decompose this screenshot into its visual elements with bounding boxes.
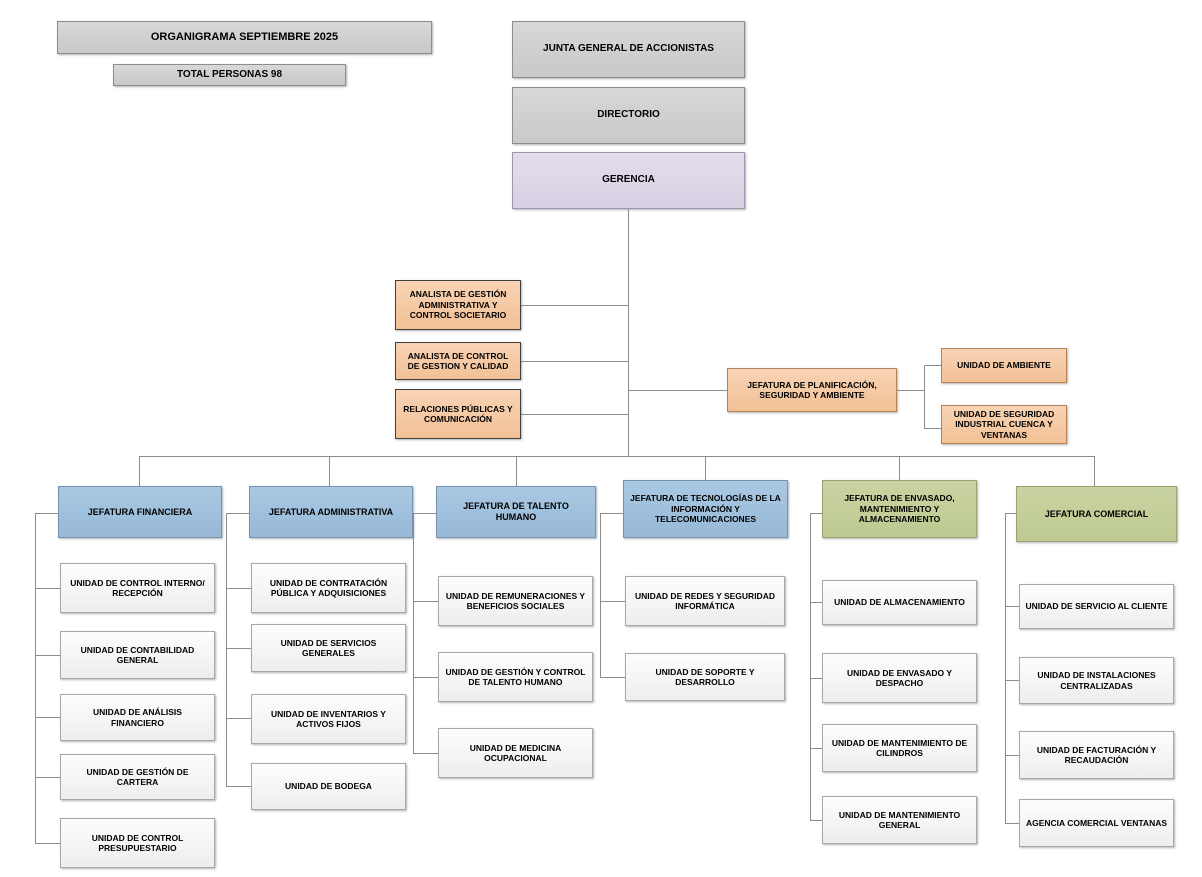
unit-box: UNIDAD DE SERVICIOS GENERALES [251, 624, 406, 672]
connector-planificacion-bus [924, 365, 925, 429]
connector-unit [810, 602, 822, 603]
connector-talento-humano-head [413, 513, 436, 514]
connector-gerencia-planificacion [628, 390, 727, 391]
connector-financiera-head [35, 513, 58, 514]
connector-unit [1005, 606, 1019, 607]
unit-box: UNIDAD DE CONTROL PRESUPUESTARIO [60, 818, 215, 868]
chart-title-box: ORGANIGRAMA SEPTIEMBRE 2025 [57, 21, 432, 54]
connector-unit [810, 678, 822, 679]
connector-drop-administrativa [329, 456, 330, 486]
connector-spine-envasado [810, 513, 811, 820]
connector-unit [226, 588, 251, 589]
unit-box: UNIDAD DE ALMACENAMIENTO [822, 580, 977, 625]
connector-spine-financiera [35, 513, 36, 843]
connector-staff-3 [521, 414, 628, 415]
connector-unit [810, 820, 822, 821]
connector-main-bus [139, 456, 1094, 457]
connector-spine-tics [600, 513, 601, 677]
dept-head-jefatura-financiera: JEFATURA FINANCIERA [58, 486, 222, 538]
connector-tics-head [600, 513, 623, 514]
connector-spine-talento-humano [413, 513, 414, 753]
unit-box: UNIDAD DE INVENTARIOS Y ACTIVOS FIJOS [251, 694, 406, 744]
unit-box: UNIDAD DE SERVICIO AL CLIENTE [1019, 584, 1174, 629]
unit-box: UNIDAD DE CONTRATACIÓN PÚBLICA Y ADQUISI… [251, 563, 406, 613]
staff-unidad-seguridad-industrial: UNIDAD DE SEGURIDAD INDUSTRIAL CUENCA Y … [941, 405, 1067, 444]
unit-box: UNIDAD DE ANÁLISIS FINANCIERO [60, 694, 215, 741]
connector-drop-financiera [139, 456, 140, 486]
staff-analista-control-gestion: ANALISTA DE CONTROL DE GESTION Y CALIDAD [395, 342, 521, 380]
connector-unidad-ambiente [924, 365, 941, 366]
dept-head-jefatura-talento-humano: JEFATURA DE TALENTO HUMANO [436, 486, 596, 538]
unit-box: UNIDAD DE GESTIÓN Y CONTROL DE TALENTO H… [438, 652, 593, 702]
dept-head-jefatura-administrativa: JEFATURA ADMINISTRATIVA [249, 486, 413, 538]
connector-drop-envasado [899, 456, 900, 480]
connector-unit [1005, 755, 1019, 756]
connector-unit [810, 748, 822, 749]
staff-relaciones-publicas: RELACIONES PÚBLICAS Y COMUNICACIÓN [395, 389, 521, 439]
unit-box: UNIDAD DE MANTENIMIENTO DE CILINDROS [822, 724, 977, 772]
governance-gerencia: GERENCIA [512, 152, 745, 209]
connector-unit [35, 588, 60, 589]
connector-spine-comercial [1005, 513, 1006, 823]
total-personas-box: TOTAL PERSONAS 98 [113, 64, 346, 86]
connector-envasado-head [810, 513, 822, 514]
staff-unidad-ambiente: UNIDAD DE AMBIENTE [941, 348, 1067, 383]
connector-unit [226, 718, 251, 719]
governance-junta-general: JUNTA GENERAL DE ACCIONISTAS [512, 21, 745, 78]
connector-unidad-seguridad [924, 428, 941, 429]
unit-box: UNIDAD DE REMUNERACIONES Y BENEFICIOS SO… [438, 576, 593, 626]
connector-unit [600, 601, 625, 602]
dept-head-jefatura-tics: JEFATURA DE TECNOLOGÍAS DE LA INFORMACIÓ… [623, 480, 788, 538]
dept-head-jefatura-comercial: JEFATURA COMERCIAL [1016, 486, 1177, 542]
connector-unit [35, 777, 60, 778]
connector-unit [35, 655, 60, 656]
unit-box: UNIDAD DE SOPORTE Y DESARROLLO [625, 653, 785, 701]
connector-unit [413, 601, 438, 602]
connector-drop-comercial [1094, 456, 1095, 486]
connector-unit [413, 677, 438, 678]
connector-gerencia-spine [628, 209, 629, 457]
unit-box: UNIDAD DE REDES Y SEGURIDAD INFORMÁTICA [625, 576, 785, 626]
connector-drop-tics [705, 456, 706, 480]
connector-administrativa-head [226, 513, 249, 514]
connector-comercial-head [1005, 513, 1016, 514]
connector-staff-2 [521, 361, 628, 362]
dept-head-jefatura-envasado: JEFATURA DE ENVASADO, MANTENIMIENTO Y AL… [822, 480, 977, 538]
unit-box: UNIDAD DE MEDICINA OCUPACIONAL [438, 728, 593, 778]
connector-unit [600, 677, 625, 678]
unit-box: AGENCIA COMERCIAL VENTANAS [1019, 799, 1174, 847]
connector-unit [413, 753, 438, 754]
staff-jefatura-planificacion: JEFATURA DE PLANIFICACIÓN, SEGURIDAD Y A… [727, 368, 897, 412]
connector-staff-1 [521, 305, 628, 306]
connector-unit [1005, 823, 1019, 824]
unit-box: UNIDAD DE FACTURACIÓN Y RECAUDACIÓN [1019, 731, 1174, 779]
unit-box: UNIDAD DE BODEGA [251, 763, 406, 810]
staff-analista-gestion-administrativa: ANALISTA DE GESTIÓN ADMINISTRATIVA Y CON… [395, 280, 521, 330]
unit-box: UNIDAD DE ENVASADO Y DESPACHO [822, 653, 977, 703]
unit-box: UNIDAD DE CONTROL INTERNO/ RECEPCIÓN [60, 563, 215, 613]
connector-unit [226, 648, 251, 649]
connector-unit [35, 843, 60, 844]
unit-box: UNIDAD DE MANTENIMIENTO GENERAL [822, 796, 977, 844]
governance-directorio: DIRECTORIO [512, 87, 745, 144]
connector-spine-administrativa [226, 513, 227, 786]
connector-unit [35, 717, 60, 718]
unit-box: UNIDAD DE CONTABILIDAD GENERAL [60, 631, 215, 679]
unit-box: UNIDAD DE INSTALACIONES CENTRALIZADAS [1019, 657, 1174, 704]
connector-unit [226, 786, 251, 787]
unit-box: UNIDAD DE GESTIÓN DE CARTERA [60, 754, 215, 800]
connector-unit [1005, 680, 1019, 681]
connector-planificacion-out [897, 390, 924, 391]
connector-drop-talento-humano [516, 456, 517, 486]
